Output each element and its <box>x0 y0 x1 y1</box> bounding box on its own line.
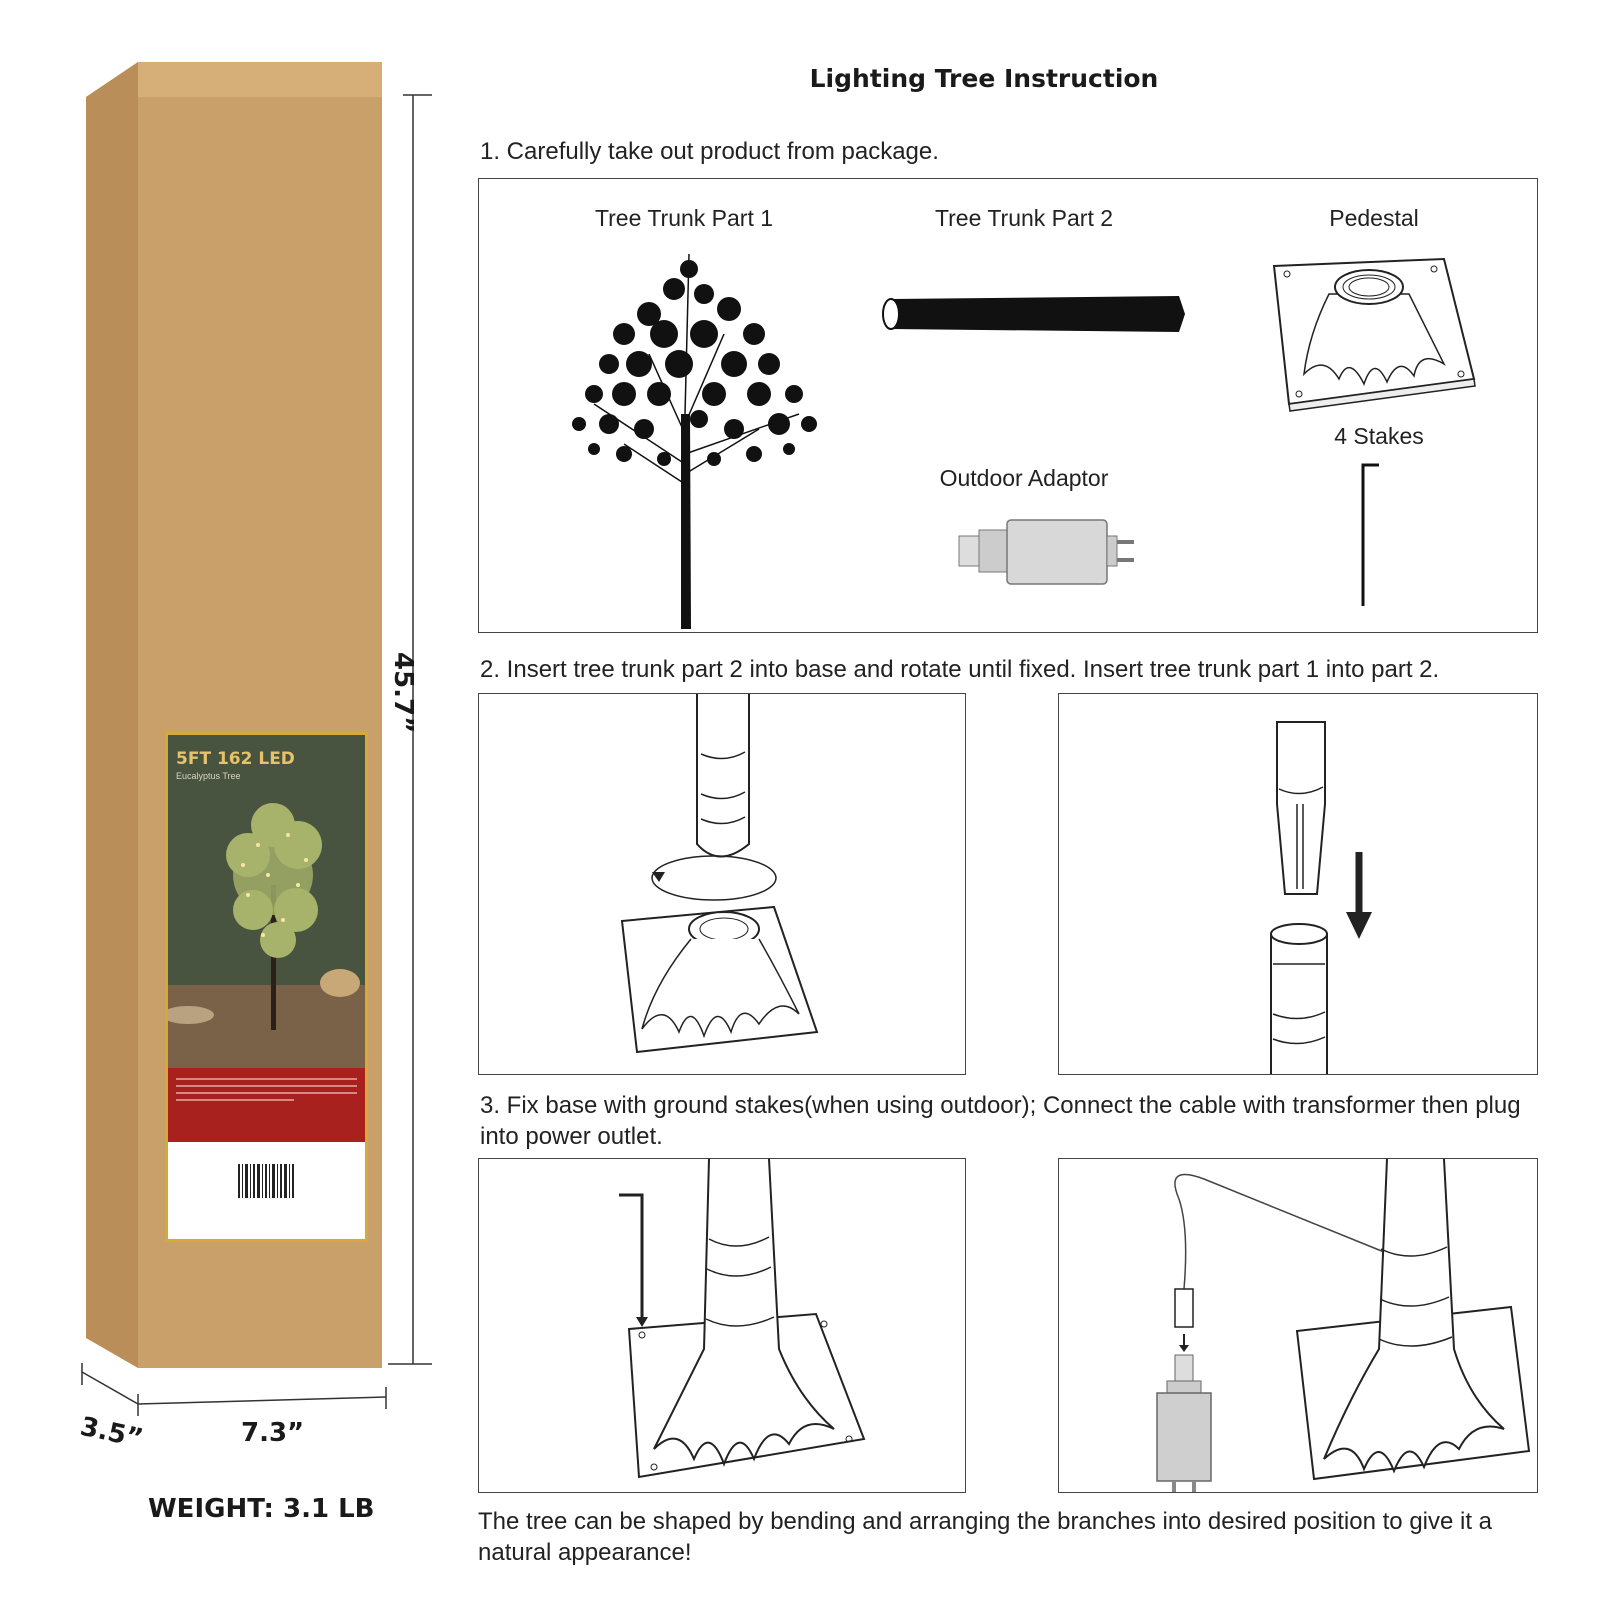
connect-transformer-illustration <box>1156 1159 1531 1492</box>
step-3-text: 3. Fix base with ground stakes(when usin… <box>480 1092 1521 1150</box>
part-label-adaptor: Outdoor Adaptor <box>939 465 1109 491</box>
width-dimension-line <box>137 1396 387 1405</box>
page-title: Lighting Tree Instruction <box>809 64 1159 93</box>
stake-icon <box>1361 463 1379 606</box>
parts-panel: Tree Trunk Part 1 Tree Trunk Part 2 Pede… <box>478 178 1538 633</box>
part-label-stakes: 4 Stakes <box>1334 423 1424 449</box>
label-photo-tree <box>168 803 365 1068</box>
box-height-label: 45.7” <box>388 652 418 734</box>
label-subtitle: Eucalyptus Tree <box>176 771 241 781</box>
outdoor-adaptor-icon <box>958 519 1134 585</box>
label-barcode-area <box>168 1142 365 1239</box>
insert-trunk-into-base-illustration <box>620 694 819 1054</box>
part-label-pedestal: Pedestal <box>1329 205 1419 231</box>
fix-base-with-stakes-illustration <box>619 1159 866 1479</box>
part-label-trunk2: Tree Trunk Part 2 <box>934 205 1114 231</box>
pedestal-icon <box>1272 257 1476 412</box>
tree-trunk-part2-icon <box>882 296 1185 332</box>
weight-label: WEIGHT: 3.1 LB <box>148 1494 375 1524</box>
tree-trunk-part1-icon <box>572 253 817 629</box>
step-2-panel-left <box>478 693 966 1075</box>
barcode-icon <box>238 1164 294 1198</box>
box-width-label: 7.3” <box>241 1418 305 1448</box>
depth-dimension-line <box>81 1371 139 1405</box>
step-3-panel-left <box>478 1158 966 1493</box>
footer-note: The tree can be shaped by bending and ar… <box>478 1508 1493 1566</box>
box-product-label: 5FT 162 LED Eucalyptus Tree <box>165 732 368 1242</box>
box-side-face <box>86 62 138 1368</box>
label-title: 5FT 162 LED <box>176 749 295 769</box>
step-2-text: 2. Insert tree trunk part 2 into base an… <box>480 656 1440 683</box>
part-label-trunk1: Tree Trunk Part 1 <box>594 205 774 231</box>
insert-part1-into-part2-illustration <box>1270 721 1372 1074</box>
step-1-text: 1. Carefully take out product from packa… <box>480 138 939 165</box>
label-red-band <box>168 1068 365 1142</box>
step-2-panel-right <box>1058 693 1538 1075</box>
box-top-face <box>86 62 382 97</box>
step-3-panel-right <box>1058 1158 1538 1493</box>
